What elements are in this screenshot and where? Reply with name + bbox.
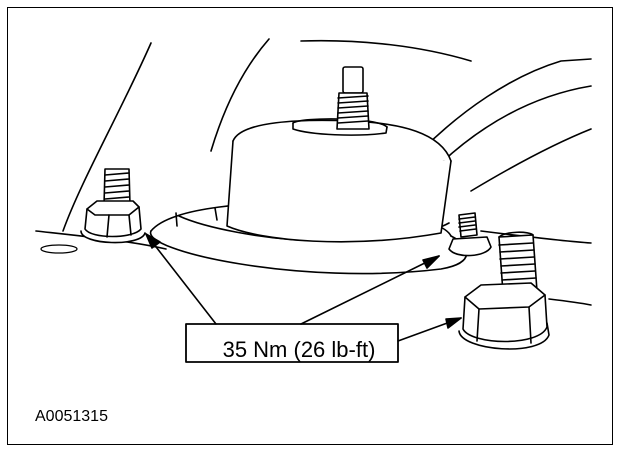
large-stud-nut (458, 231, 550, 350)
strut-mount-dome (226, 118, 452, 243)
right-small-stud (448, 212, 492, 257)
strut-mount-illustration (35, 38, 592, 363)
callout-box (185, 323, 399, 363)
diagram-frame: 35 Nm (26 lb-ft) A0051315 (7, 7, 613, 445)
figure-id: A0051315 (35, 408, 108, 425)
torque-callout-label: 35 Nm (26 lb-ft) (222, 337, 376, 362)
left-stud-nut (80, 168, 146, 244)
leader-arrows (145, 233, 462, 342)
center-stud (336, 66, 370, 130)
